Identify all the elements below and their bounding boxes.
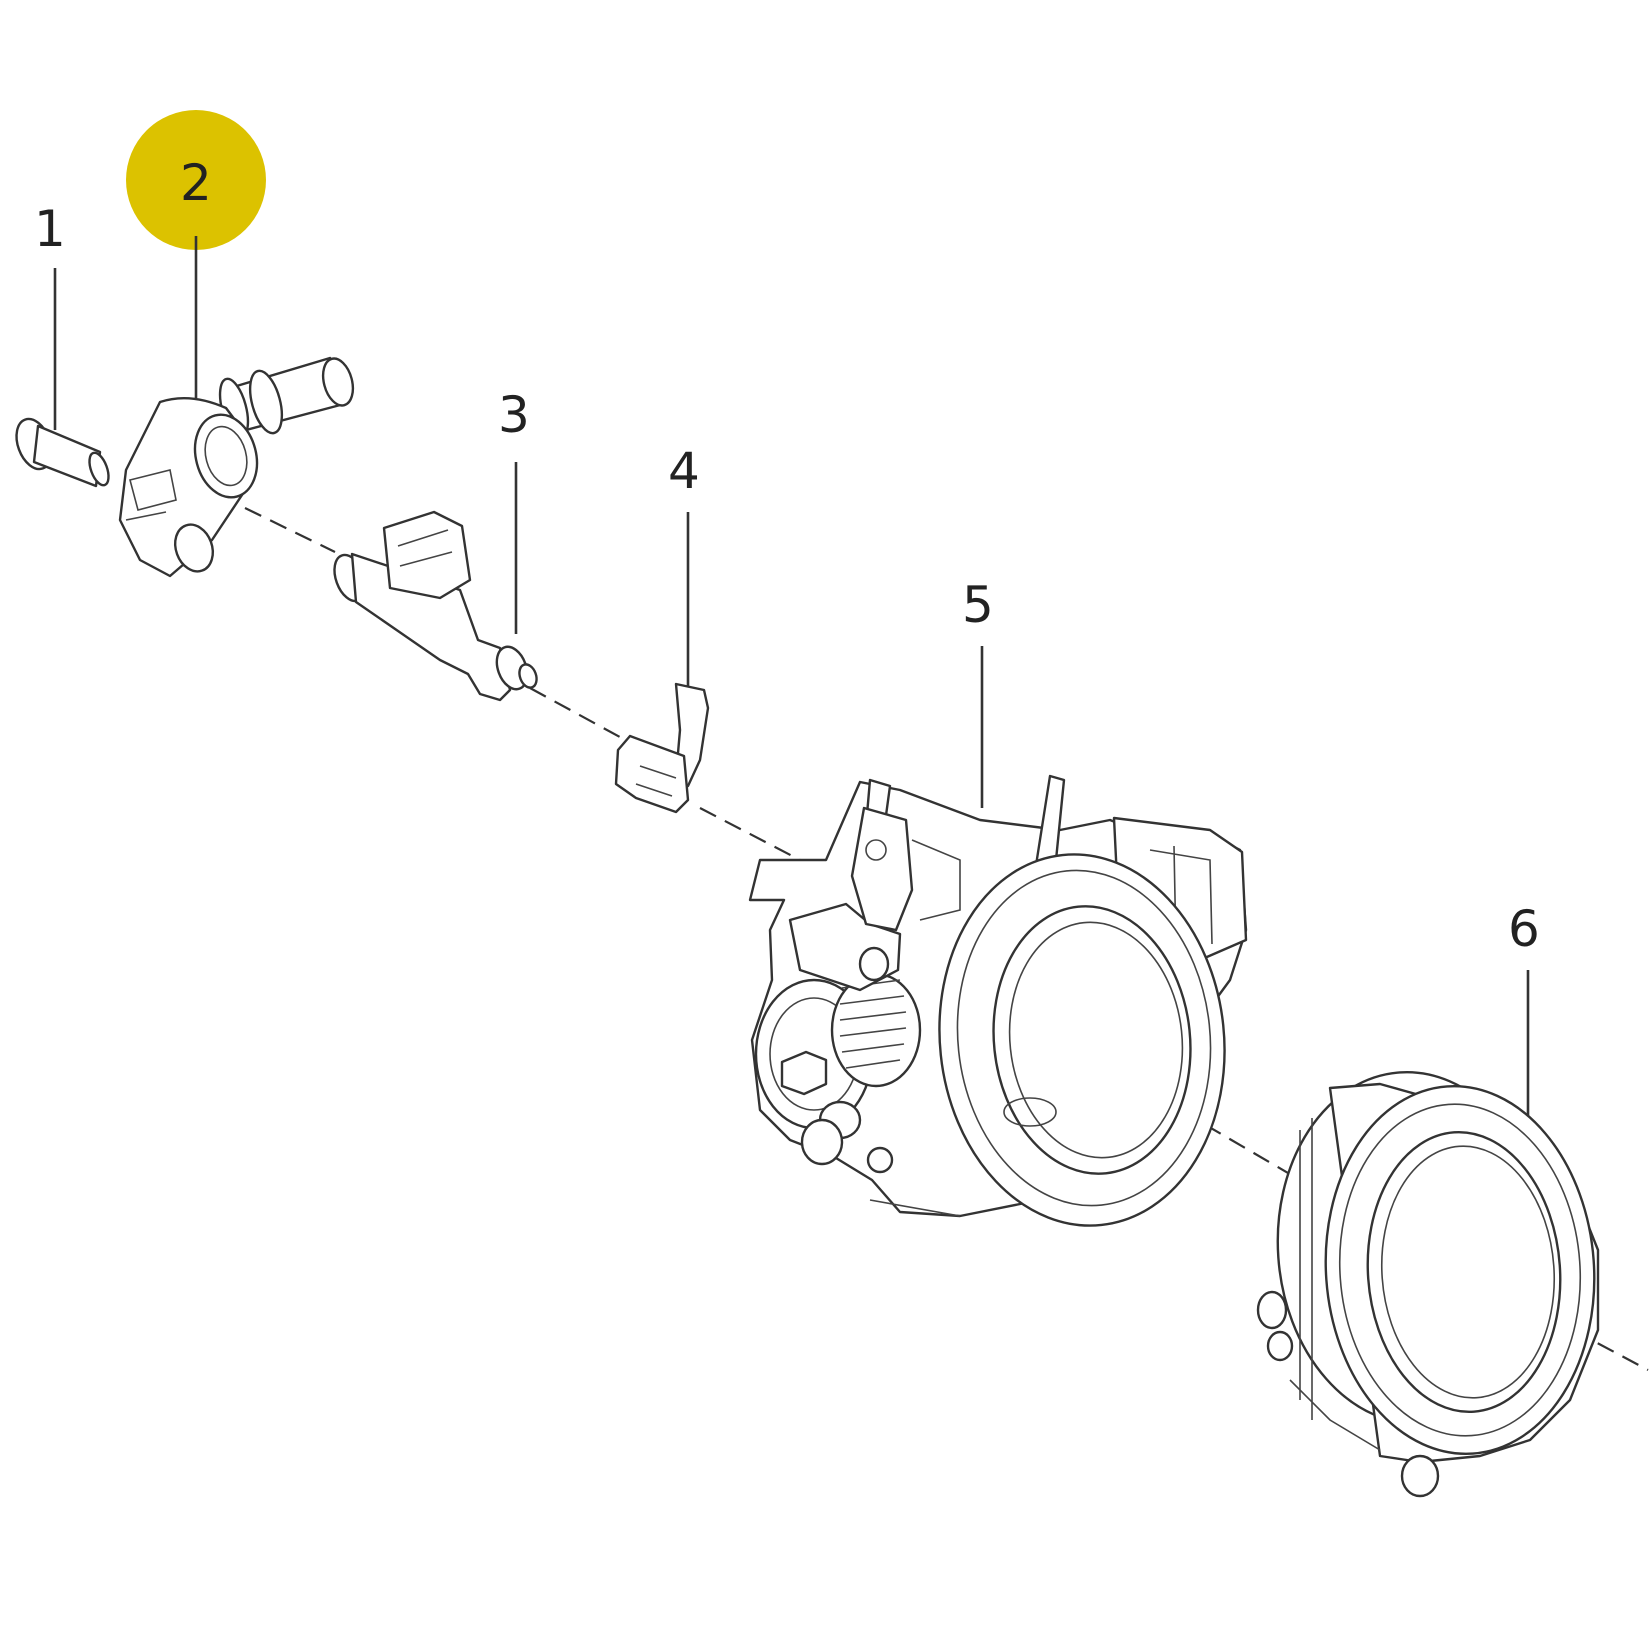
callout-6[interactable]: 6 [1508,900,1540,1140]
assembly-axis [244,507,1649,1371]
callout-5-label: 5 [962,576,994,634]
callout-3[interactable]: 3 [498,386,530,634]
callout-5[interactable]: 5 [962,576,994,808]
part-4-retaining-clip [614,682,710,814]
part-1-pin [15,417,110,488]
callout-1[interactable]: 1 [34,200,66,430]
part-6-intake-boot [1256,1070,1600,1498]
callout-2-label: 2 [180,154,212,212]
callout-6-label: 6 [1508,900,1540,958]
callout-4-label: 4 [668,442,700,500]
callout-1-label: 1 [34,200,66,258]
callout-3-label: 3 [498,386,530,444]
callout-4[interactable]: 4 [668,442,700,688]
callout-2-highlight [126,110,266,250]
part-3-fuel-injector [333,510,538,702]
part-2-fuel-connector [118,356,355,578]
part-5-throttle-body [748,774,1248,1227]
callout-2[interactable]: 2 [180,154,212,398]
